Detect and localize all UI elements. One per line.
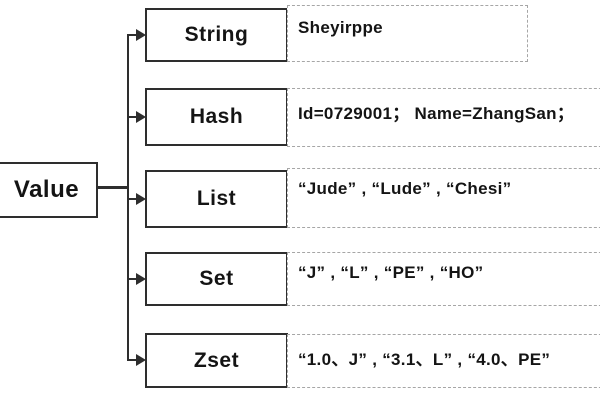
example-list-box: “Jude” , “Lude” , “Chesi” bbox=[287, 168, 600, 228]
node-value-label: Value bbox=[13, 176, 80, 203]
connector-stub-hash bbox=[128, 116, 138, 118]
connector-stub-list bbox=[128, 198, 138, 200]
arrowhead-icon bbox=[136, 273, 146, 285]
example-hash-box: Id=0729001； Name=ZhangSan； bbox=[287, 88, 600, 147]
node-string-box: String bbox=[145, 8, 288, 62]
example-set-box: “J” , “L” , “PE” , “HO” bbox=[287, 252, 600, 306]
node-set-box: Set bbox=[145, 252, 288, 306]
arrowhead-icon bbox=[136, 29, 146, 41]
connector-trunk-line bbox=[127, 34, 129, 361]
node-zset-box: Zset bbox=[145, 333, 288, 388]
connector-root-line bbox=[97, 186, 129, 189]
example-list-text: “Jude” , “Lude” , “Chesi” bbox=[298, 179, 512, 198]
node-zset-label: Zset bbox=[193, 348, 240, 372]
example-zset-box: “1.0、J” , “3.1、L” , “4.0、PE” bbox=[287, 334, 600, 388]
node-hash-label: Hash bbox=[189, 105, 244, 128]
node-set-label: Set bbox=[199, 267, 234, 290]
arrowhead-icon bbox=[136, 354, 146, 366]
example-string-text: Sheyirppe bbox=[298, 18, 383, 37]
node-string-label: String bbox=[184, 23, 249, 46]
arrowhead-icon bbox=[136, 111, 146, 123]
node-hash-box: Hash bbox=[145, 88, 288, 146]
connector-stub-zset bbox=[128, 359, 138, 361]
node-list-box: List bbox=[145, 170, 288, 228]
example-hash-text: Id=0729001； Name=ZhangSan； bbox=[298, 104, 575, 123]
node-value-box: Value bbox=[0, 162, 98, 218]
arrowhead-icon bbox=[136, 193, 146, 205]
example-string-box: Sheyirppe bbox=[287, 5, 528, 62]
connector-stub-string bbox=[128, 34, 138, 36]
connector-stub-set bbox=[128, 278, 138, 280]
node-list-label: List bbox=[196, 187, 237, 210]
example-zset-text: “1.0、J” , “3.1、L” , “4.0、PE” bbox=[298, 350, 551, 369]
example-set-text: “J” , “L” , “PE” , “HO” bbox=[298, 263, 484, 282]
